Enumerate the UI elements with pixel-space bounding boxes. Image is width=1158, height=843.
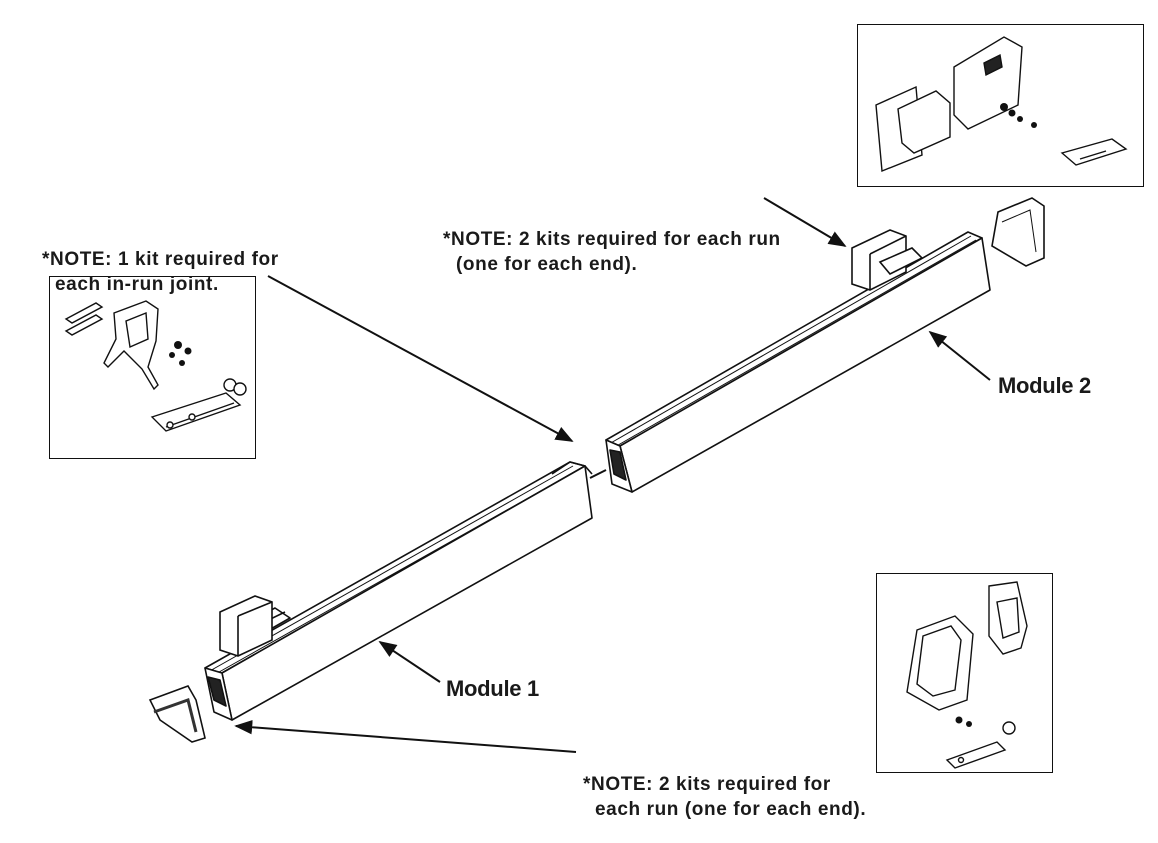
inset-end-kit-bottom <box>876 573 1053 773</box>
end-kit-screws-icon <box>1000 103 1037 128</box>
note-in-run-joint-line1: *NOTE: 1 kit required for <box>42 249 279 270</box>
arrow-to-module-2-bracket <box>763 197 847 247</box>
inset-joint-kit <box>49 276 256 459</box>
module-2-label: Module 2 <box>998 373 1091 398</box>
note-end-kits-top-line2: (one for each end). <box>456 254 638 275</box>
note-in-run-joint-line2: each in-run joint. <box>55 274 219 295</box>
module-1-label: Module 1 <box>446 676 539 701</box>
note-end-kits-top: *NOTE: 2 kits required for each run (one… <box>443 227 781 277</box>
note-end-kits-top-line1: *NOTE: 2 kits required for each run <box>443 229 781 250</box>
joint-plates-icon <box>150 392 242 432</box>
arrow-to-end-cap <box>234 720 577 753</box>
note-end-kits-bottom: *NOTE: 2 kits required for each run (one… <box>583 772 866 822</box>
module-2-wall-bracket <box>851 229 924 291</box>
end-kit-bottom-plug-icon <box>1002 721 1016 735</box>
end-kit-top-illustration <box>875 36 1128 172</box>
note-in-run-joint: *NOTE: 1 kit required for each in-run jo… <box>42 247 279 297</box>
joint-kit-illustration <box>64 300 247 432</box>
screws-icon <box>169 341 192 366</box>
end-kit-bottom-plate-icon <box>945 741 1007 769</box>
note-end-kits-bottom-line1: *NOTE: 2 kits required for <box>583 774 831 795</box>
plugs-icon <box>223 378 247 396</box>
joint-connector <box>551 461 607 479</box>
note-end-kits-bottom-line2: each run (one for each end). <box>595 799 867 820</box>
module-2-end-cap <box>991 197 1045 267</box>
inset-end-kit-top <box>857 24 1144 187</box>
end-kit-bottom-illustration <box>906 581 1028 769</box>
module-2-rail <box>605 231 991 493</box>
module-1-wall-bracket <box>219 595 273 657</box>
arrow-to-joint <box>267 275 574 442</box>
arrow-to-module-1 <box>378 641 441 683</box>
end-kit-plate-icon <box>1060 138 1128 166</box>
arrow-to-module-2 <box>928 330 991 381</box>
end-kit-bottom-screws-icon <box>955 716 972 727</box>
module-1-end-cap <box>148 685 206 743</box>
